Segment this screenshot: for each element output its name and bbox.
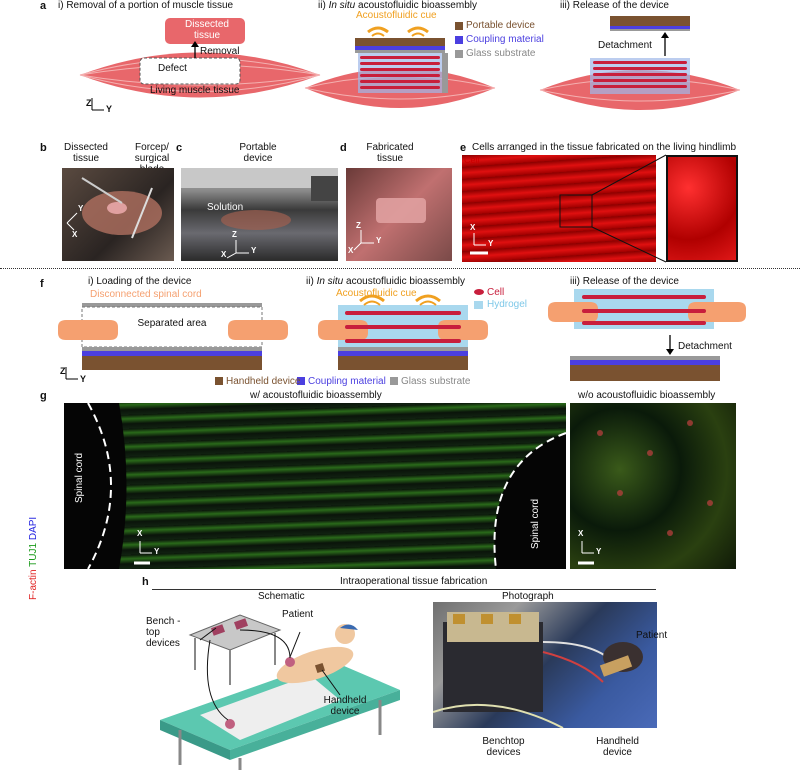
- panel-f-label: f: [40, 278, 44, 290]
- micrograph-e: Cell X Y: [462, 155, 656, 262]
- living-muscle-label: Living muscle tissue: [150, 85, 240, 96]
- h-photograph-title: Photograph: [502, 591, 554, 602]
- panel-a-step1-title: i) Removal of a portion of muscle tissue: [58, 0, 234, 11]
- h-patient-label: Patient: [282, 609, 314, 620]
- photo-c: Solution Z Y X: [181, 168, 338, 261]
- photo-b: Y X: [62, 168, 174, 261]
- micrograph-e-zoom: [666, 155, 738, 262]
- panel-a-step2-title: ii) In situ acoustofluidic bioassembly: [318, 0, 477, 11]
- dissected-label: Dissected tissue: [64, 142, 108, 164]
- panel-b-label: b: [40, 142, 47, 154]
- panel-a-label: a: [40, 0, 47, 12]
- f-legend-coupling: Coupling material: [308, 376, 386, 387]
- h-schematic-title: Schematic: [258, 591, 305, 602]
- removal-label: Removal: [200, 46, 240, 57]
- legend-portable-device: Portable device: [466, 20, 535, 31]
- micrograph-g-with: Spinal cord Spinal cord X Y: [64, 403, 566, 569]
- section-divider: [0, 268, 800, 269]
- panel-e-title: Cells arranged in the tissue fabricated …: [472, 142, 737, 153]
- h-photo-patient-label: Patient: [636, 630, 668, 641]
- panel-f-step1-title: i) Loading of the device: [88, 276, 192, 287]
- disconnected-label: Disconnected spinal cord: [90, 289, 202, 300]
- panel-h-label: h: [142, 576, 149, 588]
- defect-label: Defect: [158, 63, 187, 74]
- panel-f-step2-title: ii) In situ acoustofluidic bioassembly: [306, 276, 465, 287]
- g-with-title: w/ acoustofluidic bioassembly: [250, 390, 382, 401]
- f-axis-y: Y: [80, 374, 87, 384]
- panel-f-step3-title: iii) Release of the device: [570, 276, 679, 287]
- zoom-lines: [591, 154, 667, 263]
- g-without-title: w/o acoustofluidic bioassembly: [578, 390, 716, 401]
- h-handheld-label: Handheld device: [323, 695, 367, 717]
- f-legend-glass: Glass substrate: [401, 376, 471, 387]
- panel-g-label: g: [40, 390, 47, 402]
- fabricated-label: Fabricated tissue: [366, 142, 414, 164]
- f-detachment-label: Detachment: [678, 341, 732, 352]
- h-title: Intraoperational tissue fabrication: [340, 576, 488, 587]
- cue-label: Acoustofluidic cue: [356, 10, 437, 21]
- panel-c-label: c: [176, 142, 183, 154]
- dissected-tissue-label: Dissected tissue: [185, 19, 229, 41]
- h-photo-benchtop-label: Benchtop devices: [482, 736, 525, 758]
- h-photo-handheld-label: Handheld device: [596, 736, 639, 758]
- muscle-2: [304, 22, 496, 108]
- h-benchtop-label: Bench -top devices: [146, 616, 181, 649]
- detachment-label: Detachment: [598, 40, 652, 51]
- panel-a-step3-title: iii) Release of the device: [560, 0, 669, 11]
- micrograph-g-without: X Y: [570, 403, 736, 569]
- f-axis-z: Z: [60, 366, 66, 376]
- legend-hydrogel: Hydrogel: [487, 299, 528, 310]
- legend-coupling: Coupling material: [466, 34, 544, 45]
- h-schematic: [160, 614, 400, 770]
- axis-z: Z: [86, 98, 92, 108]
- muscle-3: [539, 16, 741, 110]
- legend-cell: Cell: [487, 287, 505, 298]
- portable-label: Portable device: [239, 142, 277, 164]
- h-rule: [152, 589, 656, 590]
- h-photograph: [433, 602, 657, 728]
- legend-glass: Glass substrate: [466, 48, 536, 59]
- axis-y: Y: [106, 104, 113, 114]
- legend-handheld: Handheld device: [226, 376, 301, 387]
- photo-d: Z Y X: [346, 168, 452, 261]
- panel-e-label: e: [460, 142, 467, 154]
- panel-d-label: d: [340, 142, 347, 154]
- separated-label: Separated area: [137, 318, 207, 329]
- panel-f-diagram: [58, 289, 746, 385]
- muscle-1: [79, 18, 321, 111]
- panel-a-diagram: [79, 16, 741, 111]
- g-stain-label: F-actin TUJ1 DAPI: [28, 516, 39, 600]
- f-cue-label: Acoustofluidic cue: [336, 288, 417, 299]
